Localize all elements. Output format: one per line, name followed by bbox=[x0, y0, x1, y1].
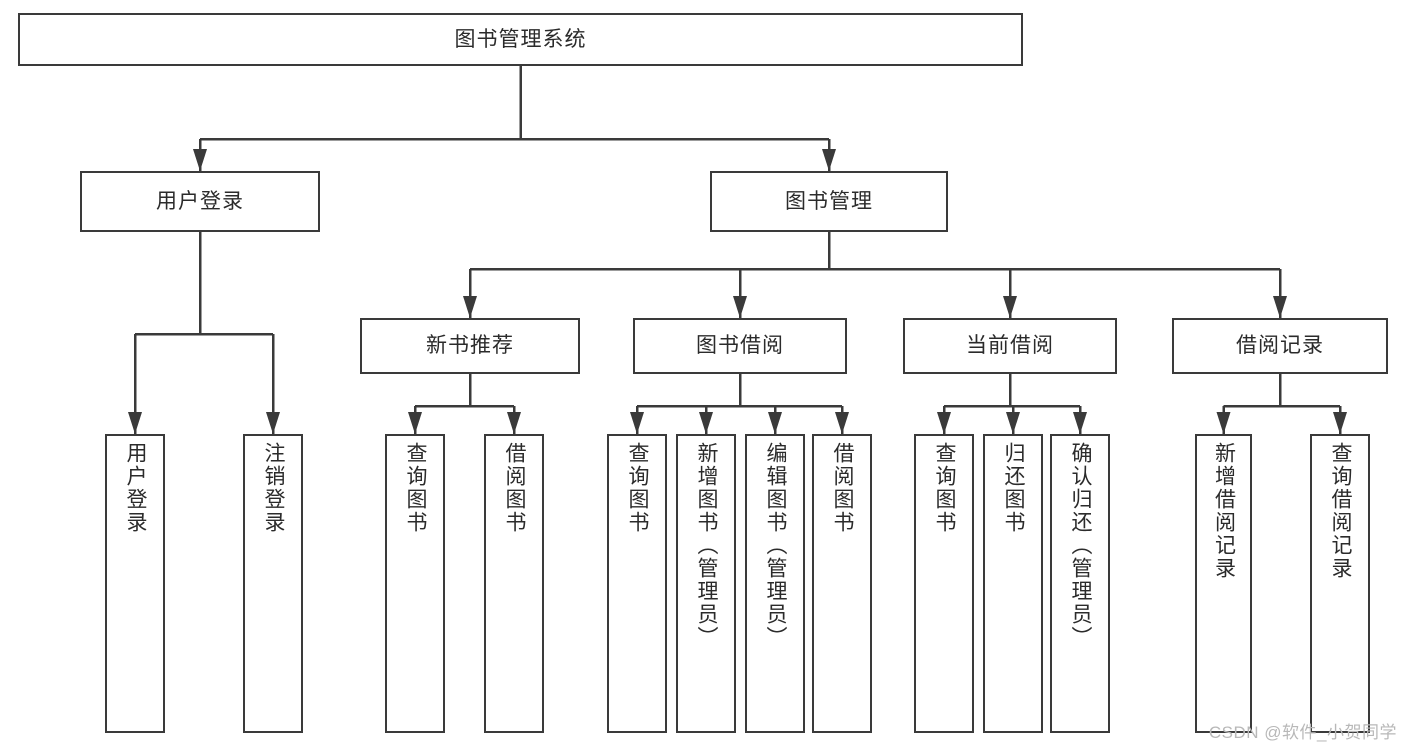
node-label: 用户登录 bbox=[124, 442, 148, 534]
node-label: 图书借阅 bbox=[696, 334, 784, 358]
node-label: 查询图书 bbox=[404, 442, 428, 534]
node-leaf-new-2[interactable]: 借阅图书 bbox=[484, 434, 544, 733]
node-current[interactable]: 当前借阅 bbox=[903, 318, 1117, 374]
node-label: 借阅图书 bbox=[503, 442, 527, 534]
node-leaf-rec-2[interactable]: 查询借阅记录 bbox=[1310, 434, 1370, 733]
node-label: 用户登录 bbox=[156, 189, 244, 213]
node-leaf-login-2[interactable]: 注销登录 bbox=[243, 434, 303, 733]
node-leaf-rec-1[interactable]: 新增借阅记录 bbox=[1195, 434, 1252, 733]
node-label: 当前借阅 bbox=[966, 334, 1054, 358]
node-root[interactable]: 图书管理系统 bbox=[18, 13, 1023, 66]
node-label: 查询图书 bbox=[933, 442, 957, 534]
node-label: 借阅记录 bbox=[1236, 334, 1324, 358]
node-label: 编辑图书（管理员） bbox=[764, 442, 788, 649]
node-label: 查询借阅记录 bbox=[1329, 442, 1353, 580]
node-label: 新书推荐 bbox=[426, 334, 514, 358]
node-leaf-login-1[interactable]: 用户登录 bbox=[105, 434, 165, 733]
node-leaf-bor-2[interactable]: 新增图书（管理员） bbox=[676, 434, 736, 733]
node-label: 图书管理 bbox=[785, 189, 873, 213]
node-leaf-bor-3[interactable]: 编辑图书（管理员） bbox=[745, 434, 805, 733]
node-leaf-bor-4[interactable]: 借阅图书 bbox=[812, 434, 872, 733]
node-label: 借阅图书 bbox=[831, 442, 855, 534]
node-records[interactable]: 借阅记录 bbox=[1172, 318, 1388, 374]
node-label: 确认归还（管理员） bbox=[1069, 442, 1093, 649]
watermark: CSDN @软件_小贺同学 bbox=[1208, 723, 1397, 742]
node-bookmgmt[interactable]: 图书管理 bbox=[710, 171, 948, 232]
node-label: 注销登录 bbox=[262, 442, 286, 534]
node-label: 图书管理系统 bbox=[454, 27, 587, 51]
node-label: 查询图书 bbox=[626, 442, 650, 534]
node-borrow[interactable]: 图书借阅 bbox=[633, 318, 847, 374]
node-leaf-cur-2[interactable]: 归还图书 bbox=[983, 434, 1043, 733]
node-label: 新增借阅记录 bbox=[1212, 442, 1236, 580]
node-label: 新增图书（管理员） bbox=[695, 442, 719, 649]
node-login[interactable]: 用户登录 bbox=[80, 171, 320, 232]
node-leaf-cur-1[interactable]: 查询图书 bbox=[914, 434, 974, 733]
node-leaf-cur-3[interactable]: 确认归还（管理员） bbox=[1050, 434, 1110, 733]
node-leaf-bor-1[interactable]: 查询图书 bbox=[607, 434, 667, 733]
node-label: 归还图书 bbox=[1002, 442, 1026, 534]
node-leaf-new-1[interactable]: 查询图书 bbox=[385, 434, 445, 733]
node-newbook[interactable]: 新书推荐 bbox=[360, 318, 580, 374]
